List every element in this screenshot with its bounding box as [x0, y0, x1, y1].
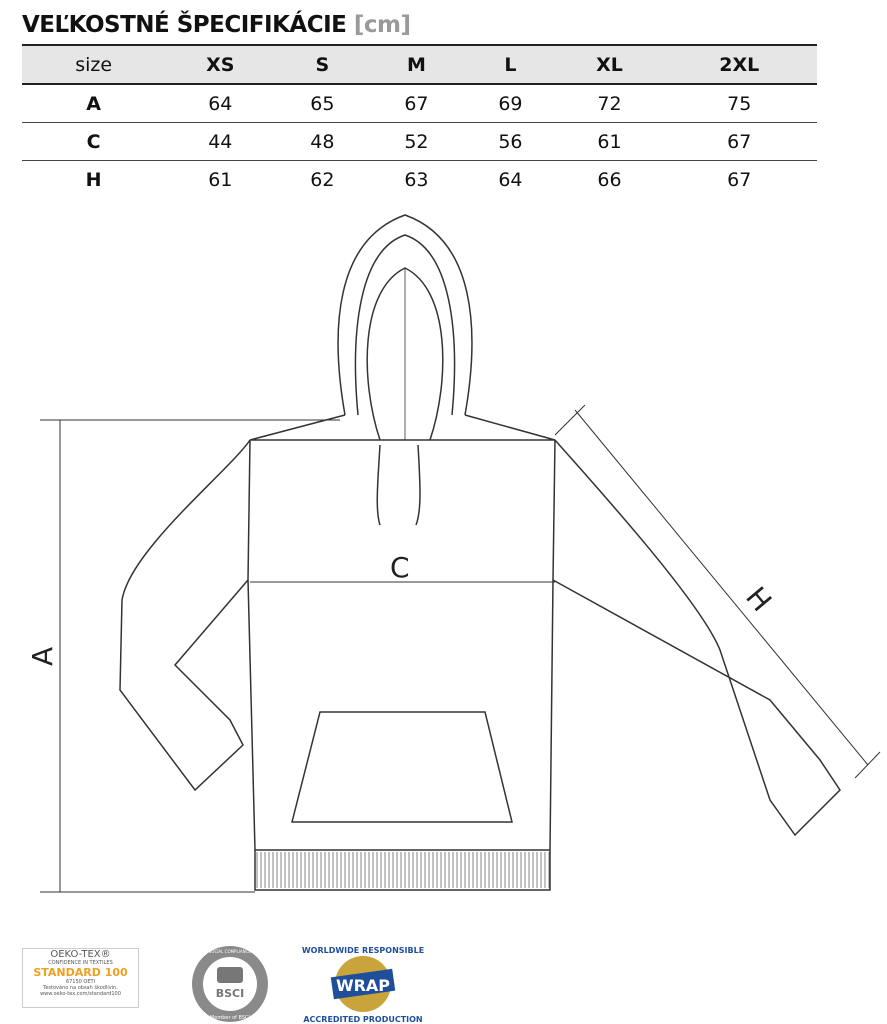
wrap-ring-top: WORLDWIDE RESPONSIBLE: [302, 946, 424, 955]
cell-value: 61: [208, 168, 233, 191]
cell-value: 67: [727, 168, 752, 191]
table-row: H 61 62 63 64 66 67: [22, 161, 817, 199]
col-header: 2XL: [719, 53, 760, 76]
bsci-name: BSCI: [216, 987, 244, 1000]
cell-value: 63: [404, 168, 429, 191]
measure-lines: [40, 404, 881, 893]
cell-value: 64: [208, 92, 233, 115]
oeko-standard: STANDARD 100: [33, 966, 128, 979]
cell-value: 72: [597, 92, 622, 115]
row-label: H: [85, 168, 102, 191]
title-unit: [cm]: [353, 12, 411, 38]
col-header: XL: [596, 53, 623, 76]
wrap-logo: WRAP WORLDWIDE RESPONSIBLE ACCREDITED PR…: [302, 946, 424, 1024]
certification-logos: OEKO-TEX® CONFIDENCE IN TEXTILES STANDAR…: [0, 945, 887, 1024]
cell-value: 67: [404, 92, 429, 115]
cell-value: 66: [597, 168, 622, 191]
col-header: S: [315, 53, 330, 76]
cell-value: 61: [597, 130, 622, 153]
label-c: C: [390, 551, 410, 584]
col-header: M: [406, 53, 426, 76]
bsci-ring: BUSINESS SOCIAL COMPLIANCE INITIATIVE: [188, 949, 273, 954]
oeko-note: Testováno na obsah škodlivin.: [43, 985, 118, 991]
oeko-name: OEKO-TEX®: [50, 949, 111, 960]
oeko-url: www.oeko-tex.com/standard100: [40, 991, 121, 997]
label-h: H: [739, 581, 778, 618]
cell-value: 56: [498, 130, 523, 153]
cell-value: 48: [310, 130, 335, 153]
table-row: C 44 48 52 56 61 67: [22, 123, 817, 161]
oeko-tex-logo: OEKO-TEX® CONFIDENCE IN TEXTILES STANDAR…: [22, 948, 139, 1008]
cell-value: 65: [310, 92, 335, 115]
cell-value: 64: [498, 168, 523, 191]
col-header: XS: [206, 53, 235, 76]
cell-value: 52: [404, 130, 429, 153]
cell-value: 69: [498, 92, 523, 115]
col-header: size: [75, 53, 113, 76]
table-row: A 64 65 67 69 72 75: [22, 84, 817, 123]
col-header: L: [504, 53, 517, 76]
hoodie-diagram: A C H: [26, 214, 881, 893]
row-label: C: [86, 130, 101, 153]
row-label: A: [86, 92, 101, 115]
bsci-logo: BSCI Member of BSCI BUSINESS SOCIAL COMP…: [188, 946, 273, 1022]
title-text: VEĽKOSTNÉ ŠPECIFIKÁCIE: [22, 12, 347, 38]
wrap-name: WRAP: [336, 976, 390, 995]
oeko-sub: CONFIDENCE IN TEXTILES: [48, 960, 113, 966]
hoodie-outline: [119, 214, 841, 891]
ribbing: [256, 852, 550, 888]
cell-value: 62: [310, 168, 335, 191]
oeko-code: 67150 OETI: [65, 979, 96, 985]
table-header-row: size XS S M L XL 2XL: [22, 45, 817, 84]
cell-value: 67: [727, 130, 752, 153]
cell-value: 75: [727, 92, 752, 115]
page-title: VEĽKOSTNÉ ŠPECIFIKÁCIE [cm]: [22, 12, 411, 38]
wrap-ring-bottom: ACCREDITED PRODUCTION: [303, 1015, 422, 1024]
label-a: A: [26, 647, 59, 666]
bsci-member: Member of BSCI: [210, 1015, 250, 1021]
cell-value: 44: [208, 130, 233, 153]
